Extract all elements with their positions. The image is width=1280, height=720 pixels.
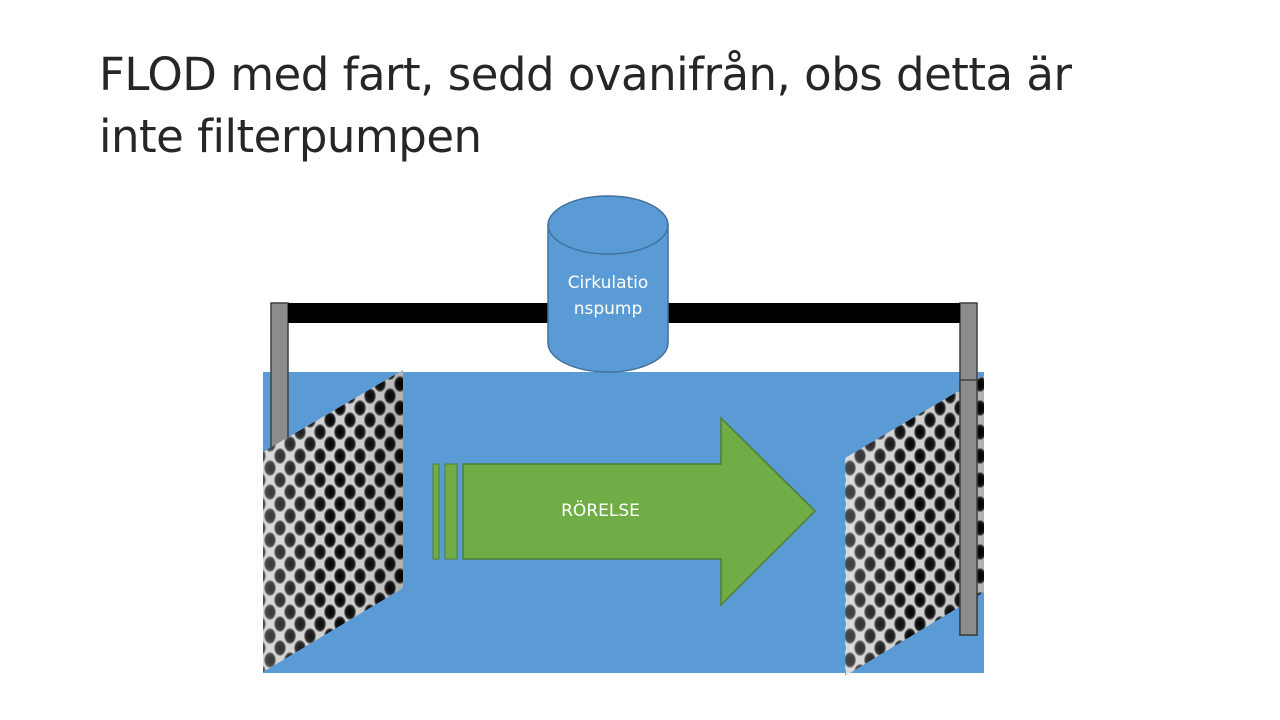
- slide-title: FLOD med fart, sedd ovanifrån, obs detta…: [99, 44, 1199, 168]
- slide-title-line-2: inte filterpumpen: [99, 110, 482, 163]
- pump-label-line-2: nspump: [573, 299, 643, 319]
- right-mesh-icon: [845, 376, 984, 676]
- slide-title-line-1: FLOD med fart, sedd ovanifrån, obs detta…: [99, 48, 1072, 101]
- arrow-stripe-1: [432, 463, 440, 560]
- block-arrow-icon: [432, 416, 817, 607]
- cylinder-pump-icon: [547, 195, 669, 373]
- pump-label-line-1: Cirkulatio: [567, 273, 649, 293]
- arrow-stripe-2: [444, 463, 458, 560]
- arrow-body: [462, 416, 817, 607]
- pump-label: Cirkulatio nspump: [548, 270, 668, 322]
- perforated-mesh-icon: [263, 370, 403, 672]
- arrow-label: RÖRELSE: [561, 501, 640, 521]
